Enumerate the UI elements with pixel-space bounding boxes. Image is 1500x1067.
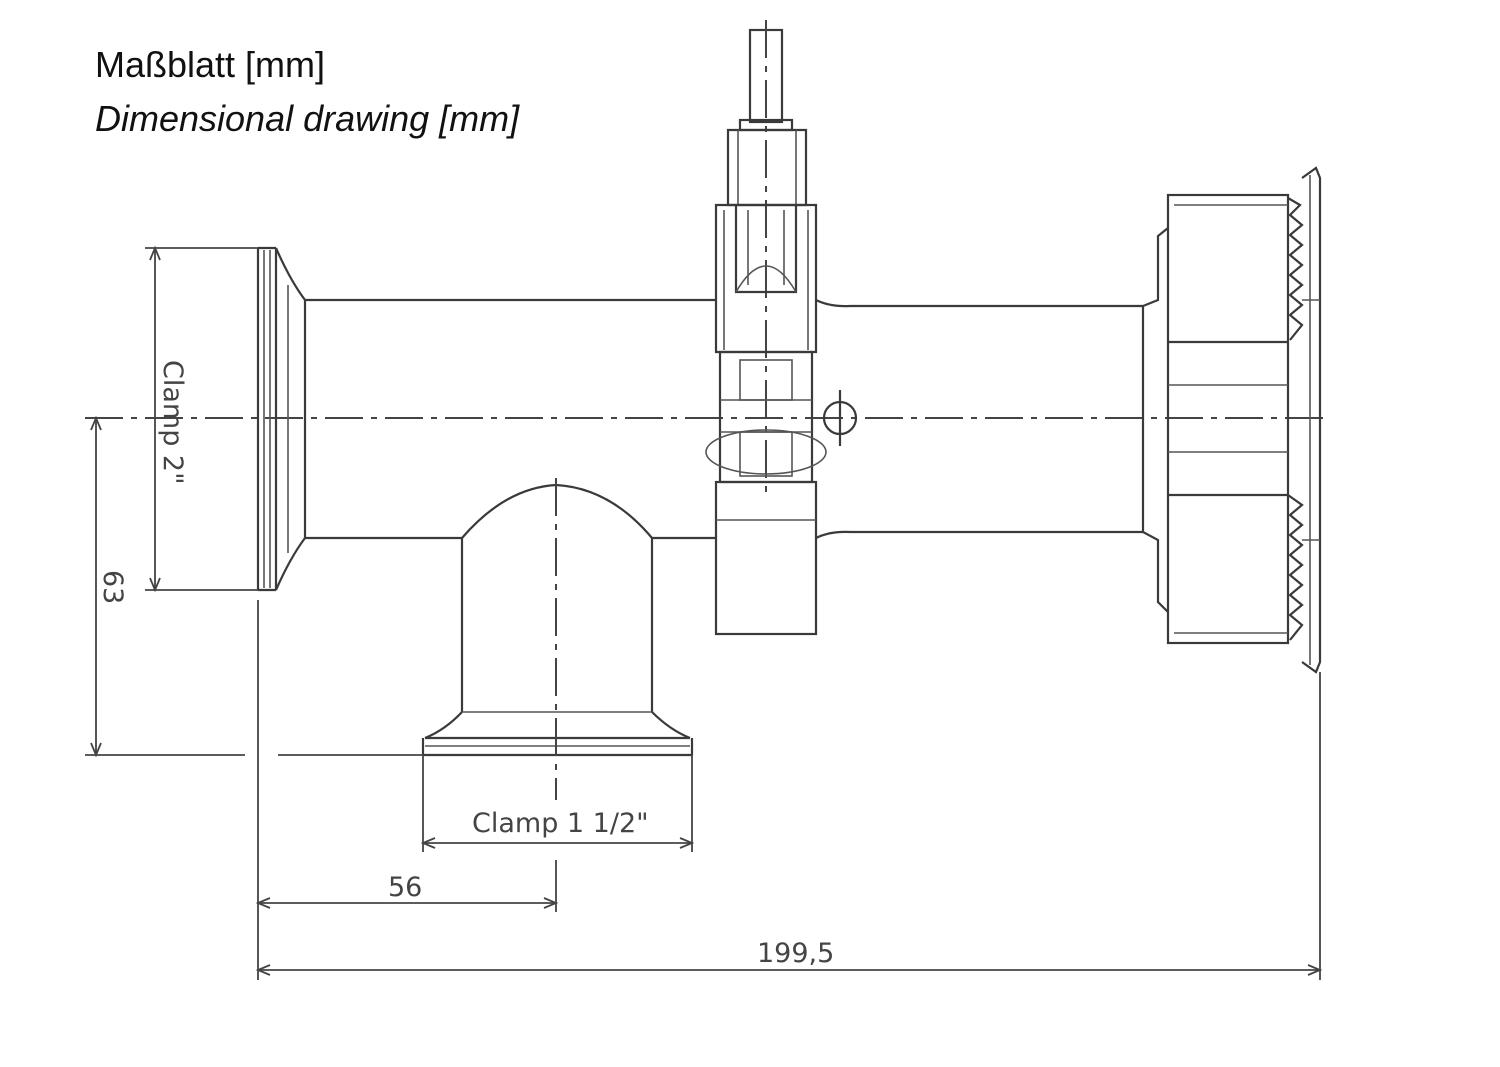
title-german: Maßblatt [mm] (95, 44, 326, 85)
main-tube-left (305, 298, 716, 540)
title-block: Maßblatt [mm] Dimensional drawing [mm] (95, 38, 519, 146)
dim-offset-label: 56 (388, 872, 422, 903)
dim-clamp-2 (145, 245, 258, 593)
dim-total-label: 199,5 (757, 938, 834, 969)
branch-tube (421, 478, 694, 800)
dim-offset-56 (255, 600, 559, 980)
main-tube-right (815, 299, 1145, 539)
right-fitting (1142, 166, 1322, 674)
dim-clamp-branch-label: Clamp 1 1/2" (472, 808, 649, 839)
title-english: Dimensional drawing [mm] (95, 98, 520, 139)
valve-body (705, 20, 858, 636)
left-clamp-flange (256, 246, 307, 592)
dim-height-63 (85, 415, 423, 758)
dim-clamp-1-5 (420, 755, 695, 852)
dim-total-199-5 (255, 672, 1323, 980)
dim-clamp-2-label: Clamp 2" (157, 360, 188, 485)
dim-height-label: 63 (97, 570, 128, 604)
